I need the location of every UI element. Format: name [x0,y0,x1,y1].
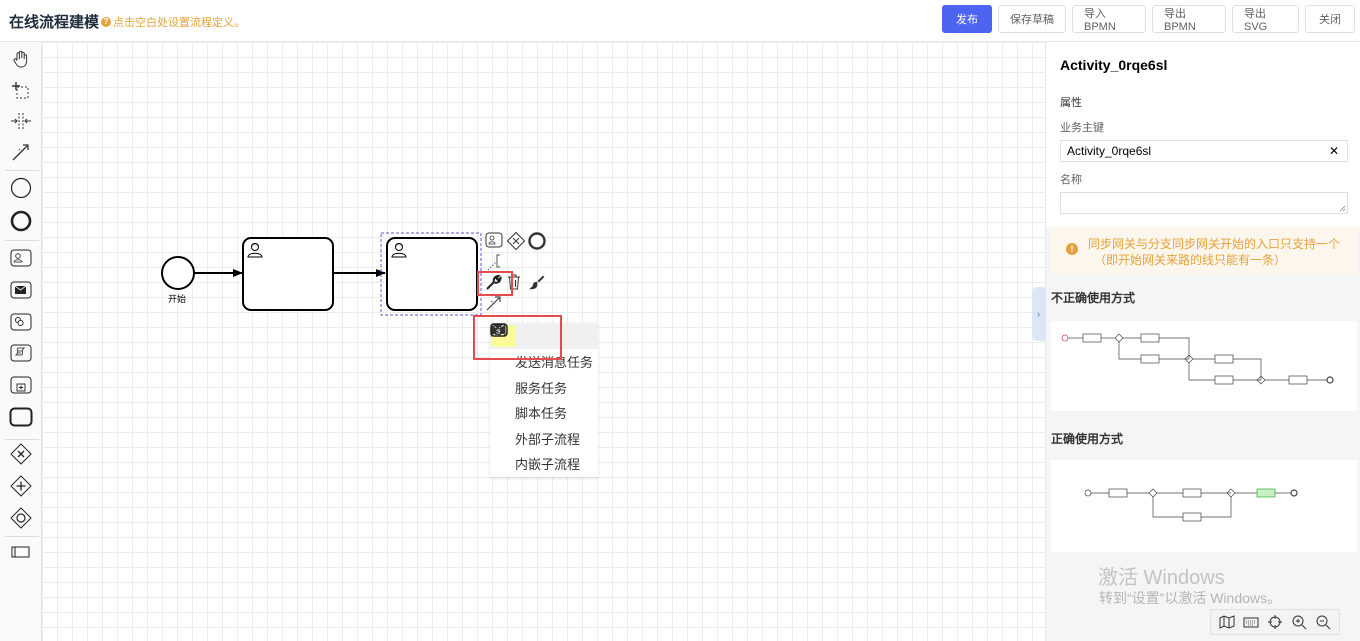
diagram-canvas[interactable]: 开始 [42,42,1045,641]
close-button[interactable]: 关闭 [1305,5,1355,33]
menu-item-label: 服务任务 [515,380,568,396]
keyboard-icon[interactable] [1241,612,1261,632]
highlight-box-wrench [477,271,513,296]
service-task-icon[interactable] [9,310,33,334]
publish-button[interactable]: 发布 [942,5,992,33]
append-gateway-icon[interactable] [506,231,526,251]
exclusive-gateway-icon[interactable] [9,442,33,466]
subprocess-icon[interactable] [9,405,33,429]
color-brush-icon[interactable] [528,273,548,293]
business-key-label: 业务主键 [1060,122,1104,134]
business-key-value: Activity_0rqe6sl [1067,144,1152,158]
palette-divider [5,240,39,241]
script-task-icon[interactable] [9,341,33,365]
palette-divider [5,170,39,171]
append-end-event-icon[interactable] [527,231,547,251]
send-task-icon[interactable] [9,278,33,302]
fit-viewport-icon[interactable] [1265,612,1285,632]
correct-usage-diagram [1084,488,1298,522]
warning-icon: ! [1066,243,1078,255]
name-textarea[interactable] [1060,192,1348,214]
page-title: 在线流程建模 [9,14,100,31]
alert-text-line1: 同步网关与分支同步网关开始的入口只支持一个 [1088,237,1341,251]
replace-menu-item-subprocess[interactable]: 内嵌子流程 [490,323,598,477]
lasso-tool-icon[interactable] [9,79,33,103]
delete-trash-icon[interactable] [506,273,526,293]
space-tool-icon[interactable] [9,109,33,133]
name-label: 名称 [1060,174,1082,186]
import-bpmn-button[interactable]: 导入BPMN [1072,5,1146,33]
export-svg-button[interactable]: 导出SVG [1232,5,1299,33]
replace-menu-item-call-activity[interactable]: 外部子流程 [490,323,598,452]
wrong-usage-title: 不正确使用方式 [1051,291,1136,305]
header-hint: ? 点击空白处设置流程定义。 [101,14,245,30]
start-event-icon[interactable] [9,176,33,200]
wrong-usage-diagram [1061,333,1334,385]
correct-usage-title: 正确使用方式 [1051,432,1124,446]
palette-divider [5,439,39,440]
menu-item-label: 外部子流程 [515,431,581,447]
section-title: 属性 [1060,97,1082,109]
menu-item-label: 内嵌子流程 [515,457,581,473]
element-id-title: Activity_0rqe6sl [1060,57,1168,73]
panel-collapse-handle[interactable]: › [1032,287,1045,341]
user-icon [391,243,407,258]
header-buttons: 发布 保存草稿 导入BPMN 导出BPMN 导出SVG 关闭 [936,5,1355,33]
warning-alert: ! 同步网关与分支同步网关开始的入口只支持一个 （即开始网关来路的线只能有一条） [1051,227,1357,274]
save-draft-button[interactable]: 保存草稿 [998,5,1066,33]
inclusive-gateway-icon[interactable] [9,506,33,530]
call-activity-icon[interactable] [9,373,33,397]
user-task-icon[interactable] [9,246,33,270]
connect-arrow-icon[interactable] [485,294,505,314]
palette-divider [5,536,39,537]
hand-tool-icon[interactable] [9,47,33,71]
start-event[interactable] [161,256,195,290]
activation-watermark-title: 激活 Windows [1098,567,1225,589]
zoom-out-icon[interactable] [1313,612,1333,632]
highlight-box-multi-instance [473,315,562,360]
zoom-in-icon[interactable] [1289,612,1309,632]
replace-menu-item-service-task[interactable]: 服务任务 [490,325,598,401]
question-icon: ? [101,17,111,27]
chevron-right-icon: › [1036,308,1041,320]
participant-icon[interactable] [9,540,33,564]
replace-menu-item-script-task[interactable]: 脚本任务 [490,323,598,426]
global-connect-tool-icon[interactable] [9,140,33,164]
activation-watermark-text: 转到“设置”以激活 Windows。 [1099,590,1282,606]
properties-panel: Activity_0rqe6sl 属性 业务主键 Activity_0rqe6s… [1045,42,1360,641]
alert-text-line2: （即开始网关来路的线只能有一条） [1094,253,1287,267]
parallel-gateway-icon[interactable] [9,474,33,498]
start-event-label: 开始 [168,294,187,304]
diagram-svg [161,232,482,316]
selection-outline [380,232,482,316]
hint-text: 点击空白处设置流程定义。 [113,17,245,29]
export-bpmn-button[interactable]: 导出BPMN [1152,5,1226,33]
menu-item-label: 脚本任务 [515,406,568,422]
correct-usage-image [1051,460,1357,552]
toolbar-header: 在线流程建模 ? 点击空白处设置流程定义。 发布 保存草稿 导入BPMN 导出B… [0,0,1360,42]
canvas-zoom-toolbar [1210,609,1340,635]
clear-icon[interactable]: ✕ [1328,144,1339,158]
business-key-input[interactable]: Activity_0rqe6sl ✕ [1060,140,1348,162]
append-text-annotation-icon[interactable] [485,252,505,272]
wrong-usage-image [1051,321,1357,411]
user-icon [247,243,263,258]
properties-form: Activity_0rqe6sl 属性 业务主键 Activity_0rqe6s… [1046,42,1360,227]
end-event-icon[interactable] [9,209,33,233]
append-user-task-icon[interactable] [485,232,505,252]
replace-menu: 发送消息任务 服务任务 脚本任务 外部子流程 内嵌子流程 [490,323,598,477]
resize-grip-icon [1339,205,1346,212]
minimap-icon[interactable] [1217,612,1237,632]
change-type-wrench-icon[interactable] [485,273,505,293]
palette [0,42,42,641]
